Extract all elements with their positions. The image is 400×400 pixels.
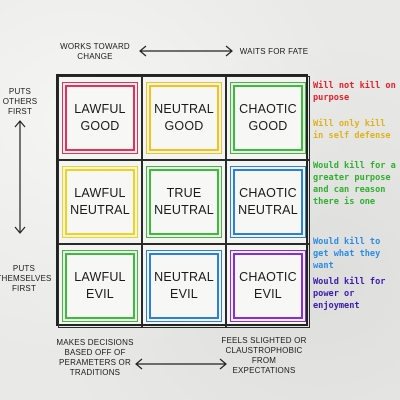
label-true-neutral: TRUE NEUTRAL — [154, 186, 214, 217]
cell-lawful-neutral: LAWFUL NEUTRAL — [58, 160, 142, 244]
top-right-label: WAITS FOR FATE — [239, 47, 309, 56]
left-top-label: PUTS OTHERS FIRST — [2, 87, 38, 116]
frame-neutral-evil: NEUTRAL EVIL — [146, 250, 222, 322]
cell-true-neutral: TRUE NEUTRAL — [142, 160, 226, 244]
cell-chaotic-good: CHAOTIC GOOD — [226, 76, 310, 160]
label-lawful-good: LAWFUL GOOD — [74, 102, 126, 133]
frame-chaotic-evil: CHAOTIC EVIL — [230, 250, 306, 322]
alignment-grid: LAWFUL GOOD NEUTRAL GOOD CHAOTIC GOOD LA… — [56, 74, 310, 328]
frame-chaotic-good: CHAOTIC GOOD — [230, 82, 306, 154]
cell-neutral-good: NEUTRAL GOOD — [142, 76, 226, 160]
label-chaotic-evil: CHAOTIC EVIL — [239, 270, 297, 301]
label-chaotic-good: CHAOTIC GOOD — [239, 102, 297, 133]
bottom-right-label: FEELS SLIGHTED OR CLAUSTROPHOBIC FROM EX… — [221, 336, 307, 375]
legend-kill-for-power: Would kill for power or enjoyment — [313, 277, 386, 311]
label-lawful-evil: LAWFUL EVIL — [74, 270, 126, 301]
frame-lawful-neutral: LAWFUL NEUTRAL — [62, 166, 138, 238]
legend-kill-to-get: Would kill to get what they want — [313, 237, 381, 271]
bottom-left-label: MAKES DECISIONS BASED OFF OF PERAMETERS … — [56, 338, 134, 377]
frame-true-neutral: TRUE NEUTRAL — [146, 166, 222, 238]
left-bottom-label: PUTS THEMSELVES FIRST — [0, 264, 52, 293]
frame-lawful-evil: LAWFUL EVIL — [62, 250, 138, 322]
legend-kill-none: Will not kill on purpose — [313, 81, 396, 103]
label-neutral-evil: NEUTRAL EVIL — [154, 270, 214, 301]
label-lawful-neutral: LAWFUL NEUTRAL — [70, 186, 130, 217]
top-left-label: WORKS TOWARD CHANGE — [60, 42, 130, 61]
cell-chaotic-neutral: CHAOTIC NEUTRAL — [226, 160, 310, 244]
label-neutral-good: NEUTRAL GOOD — [154, 102, 214, 133]
cell-chaotic-evil: CHAOTIC EVIL — [226, 244, 310, 328]
legend-kill-greater-purpose: Would kill for a greater purpose and can… — [313, 161, 396, 207]
frame-chaotic-neutral: CHAOTIC NEUTRAL — [230, 166, 306, 238]
cell-neutral-evil: NEUTRAL EVIL — [142, 244, 226, 328]
frame-neutral-good: NEUTRAL GOOD — [146, 82, 222, 154]
horizontal-arrow-bottom — [135, 358, 227, 370]
horizontal-arrow-top — [139, 45, 233, 57]
cell-lawful-good: LAWFUL GOOD — [58, 76, 142, 160]
cell-lawful-evil: LAWFUL EVIL — [58, 244, 142, 328]
vertical-arrow-left — [14, 120, 26, 234]
frame-lawful-good: LAWFUL GOOD — [62, 82, 138, 154]
label-chaotic-neutral: CHAOTIC NEUTRAL — [238, 186, 298, 217]
legend-kill-self-defense: Will only kill in self defense — [313, 119, 391, 141]
